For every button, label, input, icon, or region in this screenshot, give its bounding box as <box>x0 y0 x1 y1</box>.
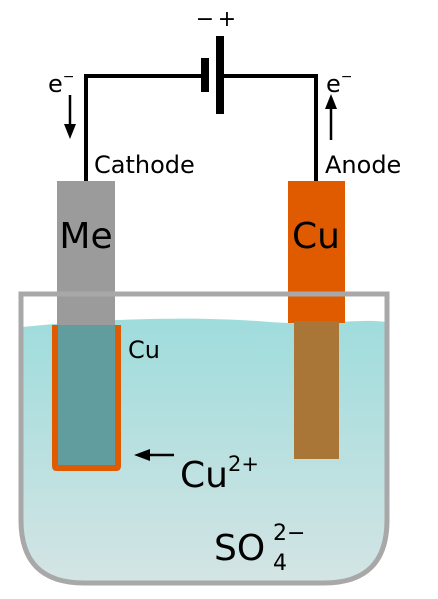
cathode-electrode-submerged <box>58 325 115 465</box>
anode-electron-arrow-icon <box>325 94 337 140</box>
battery-minus-label: − <box>196 7 214 32</box>
battery-long-plate <box>216 36 224 114</box>
cathode-electrode-upper <box>57 181 115 325</box>
anode-electrode-label: Cu <box>292 216 340 257</box>
cathode-electrode-label: Me <box>59 216 112 257</box>
deposit-label: Cu <box>128 336 160 364</box>
battery <box>201 36 224 114</box>
anode-electrode-submerged <box>294 321 339 459</box>
circuit-wire-right <box>222 74 318 182</box>
cathode-label: Cathode <box>94 151 195 179</box>
anion-charge: 2− <box>273 521 305 546</box>
anode-electrode-upper <box>288 181 345 323</box>
anion-subscript: 4 <box>273 551 287 576</box>
cation-arrow-icon <box>134 449 174 461</box>
anion-label: SO <box>214 528 265 569</box>
battery-short-plate <box>201 58 209 92</box>
anode-electron-label: e− <box>326 69 353 98</box>
cathode-electron-arrow-icon <box>64 95 76 139</box>
battery-plus-label: + <box>218 7 236 32</box>
cation-label: Cu2+ <box>180 452 259 496</box>
vessel-outline <box>18 291 390 586</box>
circuit-wire-left <box>84 74 203 182</box>
cathode-electron-label: e− <box>48 69 75 98</box>
anode-label: Anode <box>325 151 401 179</box>
